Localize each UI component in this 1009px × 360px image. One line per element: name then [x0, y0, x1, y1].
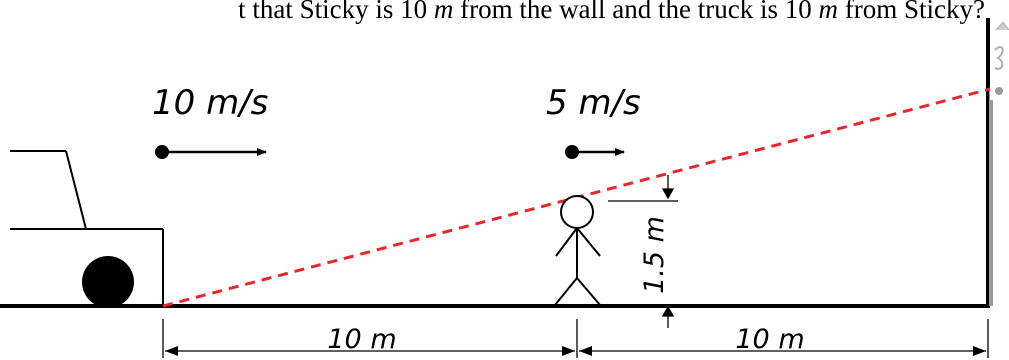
truck-speed-label: 10 m/s	[152, 83, 268, 123]
laser-spot	[995, 87, 1003, 95]
problem-caption: t that Sticky is 10 m from the wall and …	[0, 0, 985, 25]
caption-part-1: t that Sticky is 10	[238, 0, 428, 24]
wall	[986, 0, 1009, 306]
caption-unit-1: m	[433, 0, 454, 24]
truck-wheel	[82, 256, 134, 308]
wall-bracket-icon	[995, 21, 1009, 31]
person-height-label: 1.5 m	[639, 216, 670, 294]
height-dimension	[608, 175, 678, 328]
distance-person-wall-label: 10 m	[735, 324, 804, 355]
distance-dimensions	[162, 319, 989, 358]
caption-unit-2: m	[818, 0, 839, 24]
truck	[10, 150, 164, 306]
distance-truck-person-label: 10 m	[327, 324, 396, 355]
caption-part-2: from the wall and the truck is 10	[460, 0, 812, 24]
stick-figure	[554, 195, 601, 306]
person-speed-label: 5 m/s	[546, 83, 641, 123]
caption-part-3: from Sticky?	[844, 0, 985, 24]
